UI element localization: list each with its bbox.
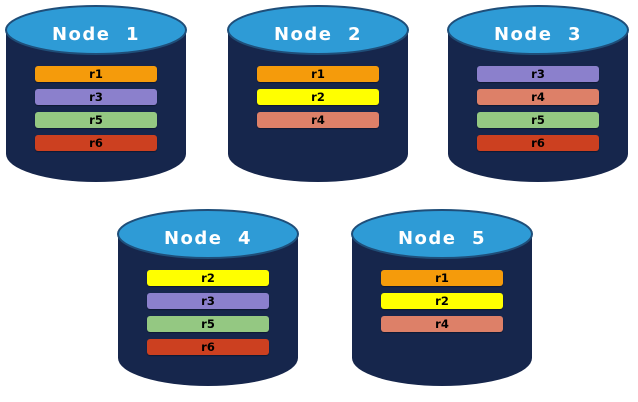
replica-bar[interactable]: r2: [257, 89, 379, 105]
cylinder-top-disc: [5, 5, 187, 55]
replica-bar-list: r3 r4 r5 r6: [477, 66, 599, 158]
replica-bar-list: r1 r3 r5 r6: [35, 66, 157, 158]
replica-bar[interactable]: r3: [477, 66, 599, 82]
replica-bar[interactable]: r6: [147, 339, 269, 355]
replica-bar[interactable]: r2: [381, 293, 503, 309]
replica-bar[interactable]: r5: [35, 112, 157, 128]
cylinder-top-disc: [227, 5, 409, 55]
replica-bar[interactable]: r2: [147, 270, 269, 286]
replica-bar[interactable]: r5: [147, 316, 269, 332]
cylinder-top-disc: [351, 209, 533, 259]
replica-bar[interactable]: r4: [477, 89, 599, 105]
replica-bar[interactable]: r1: [381, 270, 503, 286]
replica-bar[interactable]: r6: [35, 135, 157, 151]
replica-bar-list: r2 r3 r5 r6: [147, 270, 269, 362]
cylinder-top-disc: [447, 5, 629, 55]
replica-bar[interactable]: r3: [147, 293, 269, 309]
replica-bar[interactable]: r1: [35, 66, 157, 82]
replica-bar[interactable]: r6: [477, 135, 599, 151]
replica-bar-list: r1 r2 r4: [381, 270, 503, 339]
replica-bar[interactable]: r4: [381, 316, 503, 332]
replica-bar[interactable]: r1: [257, 66, 379, 82]
replica-bar[interactable]: r5: [477, 112, 599, 128]
cylinder-top-disc: [117, 209, 299, 259]
replica-bar[interactable]: r3: [35, 89, 157, 105]
replica-bar-list: r1 r2 r4: [257, 66, 379, 135]
replica-bar[interactable]: r4: [257, 112, 379, 128]
